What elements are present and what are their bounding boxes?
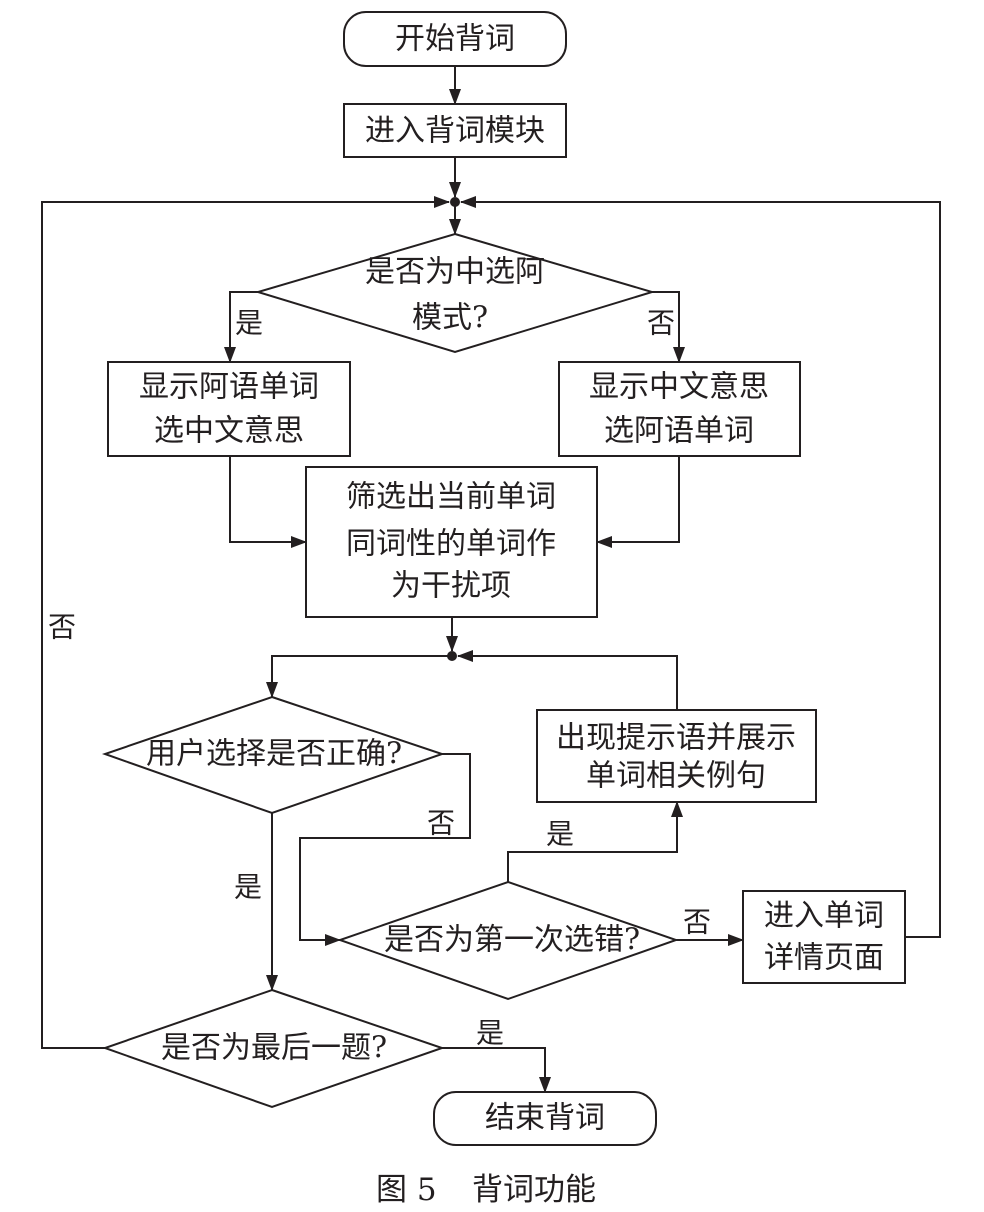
word-detail-line-2: 详情页面: [764, 941, 884, 976]
pick-distractors-line-1: 筛选出当前单词: [346, 480, 556, 515]
edge-label-mode-no: 否: [647, 307, 675, 340]
enter-module-box: [343, 103, 567, 158]
edge-label-last-question-no: 否: [48, 611, 76, 644]
edge-last-question-yes: [442, 1047, 551, 1093]
last-question-decision-label: 是否为最后一题?: [161, 1031, 387, 1066]
edge-label-mode-yes: 是: [235, 307, 263, 340]
first-mistake-decision-label: 是否为第一次选错?: [384, 923, 640, 958]
first-mistake-decision-diamond: [336, 880, 680, 1001]
pick-distractors-line-2: 同词性的单词作: [346, 527, 556, 562]
node-enter-module: 进入背词模块: [343, 103, 567, 158]
show-arabic-choose-chinese-box: [107, 361, 351, 457]
edge-middle-junction-to-answer-decision: [266, 655, 452, 698]
mode-decision-label-line-1: 是否为中选阿: [365, 255, 545, 290]
node-show-hint: 出现提示语并展示 单词相关例句: [536, 709, 817, 803]
pick-distractors-line-3: 为干扰项: [391, 569, 511, 604]
mode-decision-diamond: [254, 232, 656, 354]
show-arabic-choose-chinese-line-1: 显示阿语单词: [139, 370, 319, 405]
edge-chinese-mode-to-distractors: [596, 456, 680, 548]
end-terminal: [433, 1091, 657, 1146]
edge-mode-no: [652, 291, 685, 363]
edge-answer-correct-no: [299, 753, 471, 946]
node-mode-decision: 是否为中选阿 模式?: [254, 232, 656, 354]
show-hint-box: [536, 709, 817, 803]
edge-label-first-mistake-yes: 是: [546, 818, 574, 851]
enter-module-label: 进入背词模块: [365, 114, 545, 149]
node-answer-correct-decision: 用户选择是否正确?: [101, 695, 446, 815]
edge-first-mistake-yes: [507, 801, 683, 882]
end-terminal-label: 结束背词: [485, 1101, 605, 1136]
mode-decision-label-line-2: 模式?: [412, 301, 488, 336]
node-show-chinese-choose-arabic: 显示中文意思 选阿语单词: [558, 361, 801, 457]
edge-word-detail-loop: [460, 196, 941, 938]
edge-last-question-no-loop: [41, 196, 450, 1049]
junction-dot-middle: [447, 651, 457, 661]
edge-hint-to-middle-junction: [457, 650, 678, 710]
show-chinese-choose-arabic-line-2: 选阿语单词: [604, 414, 754, 449]
node-end: 结束背词: [433, 1091, 657, 1146]
node-first-mistake-decision: 是否为第一次选错?: [336, 880, 680, 1001]
start-terminal: [343, 11, 567, 67]
edge-label-answer-correct-no: 否: [427, 807, 455, 840]
pick-distractors-box: [305, 466, 598, 618]
node-show-arabic-choose-chinese: 显示阿语单词 选中文意思: [107, 361, 351, 457]
word-detail-line-1: 进入单词: [764, 899, 884, 934]
word-detail-box: [742, 890, 906, 984]
answer-correct-decision-diamond: [101, 695, 446, 815]
figure-title: 背词功能: [472, 1172, 596, 1208]
show-chinese-choose-arabic-box: [558, 361, 801, 457]
show-chinese-choose-arabic-line-1: 显示中文意思: [589, 370, 769, 405]
node-word-detail: 进入单词 详情页面: [742, 890, 906, 984]
node-last-question-decision: 是否为最后一题?: [101, 988, 446, 1109]
edge-label-last-question-yes: 是: [476, 1017, 504, 1050]
edge-label-first-mistake-no: 否: [683, 906, 711, 939]
figure-number: 图 5: [376, 1172, 437, 1208]
junction-dot-top: [450, 197, 460, 207]
show-arabic-choose-chinese-line-2: 选中文意思: [154, 414, 304, 449]
answer-correct-decision-label: 用户选择是否正确?: [146, 737, 402, 772]
node-start: 开始背词: [343, 11, 567, 67]
edge-arabic-mode-to-distractors: [229, 456, 307, 548]
edge-label-answer-correct-yes: 是: [234, 871, 262, 904]
show-hint-line-1: 出现提示语并展示: [556, 721, 796, 756]
start-terminal-label: 开始背词: [395, 22, 515, 57]
node-pick-distractors: 筛选出当前单词 同词性的单词作 为干扰项: [305, 466, 598, 618]
show-hint-line-2: 单词相关例句: [586, 759, 766, 794]
edge-mode-yes: [224, 291, 258, 363]
last-question-decision-diamond: [101, 988, 446, 1109]
